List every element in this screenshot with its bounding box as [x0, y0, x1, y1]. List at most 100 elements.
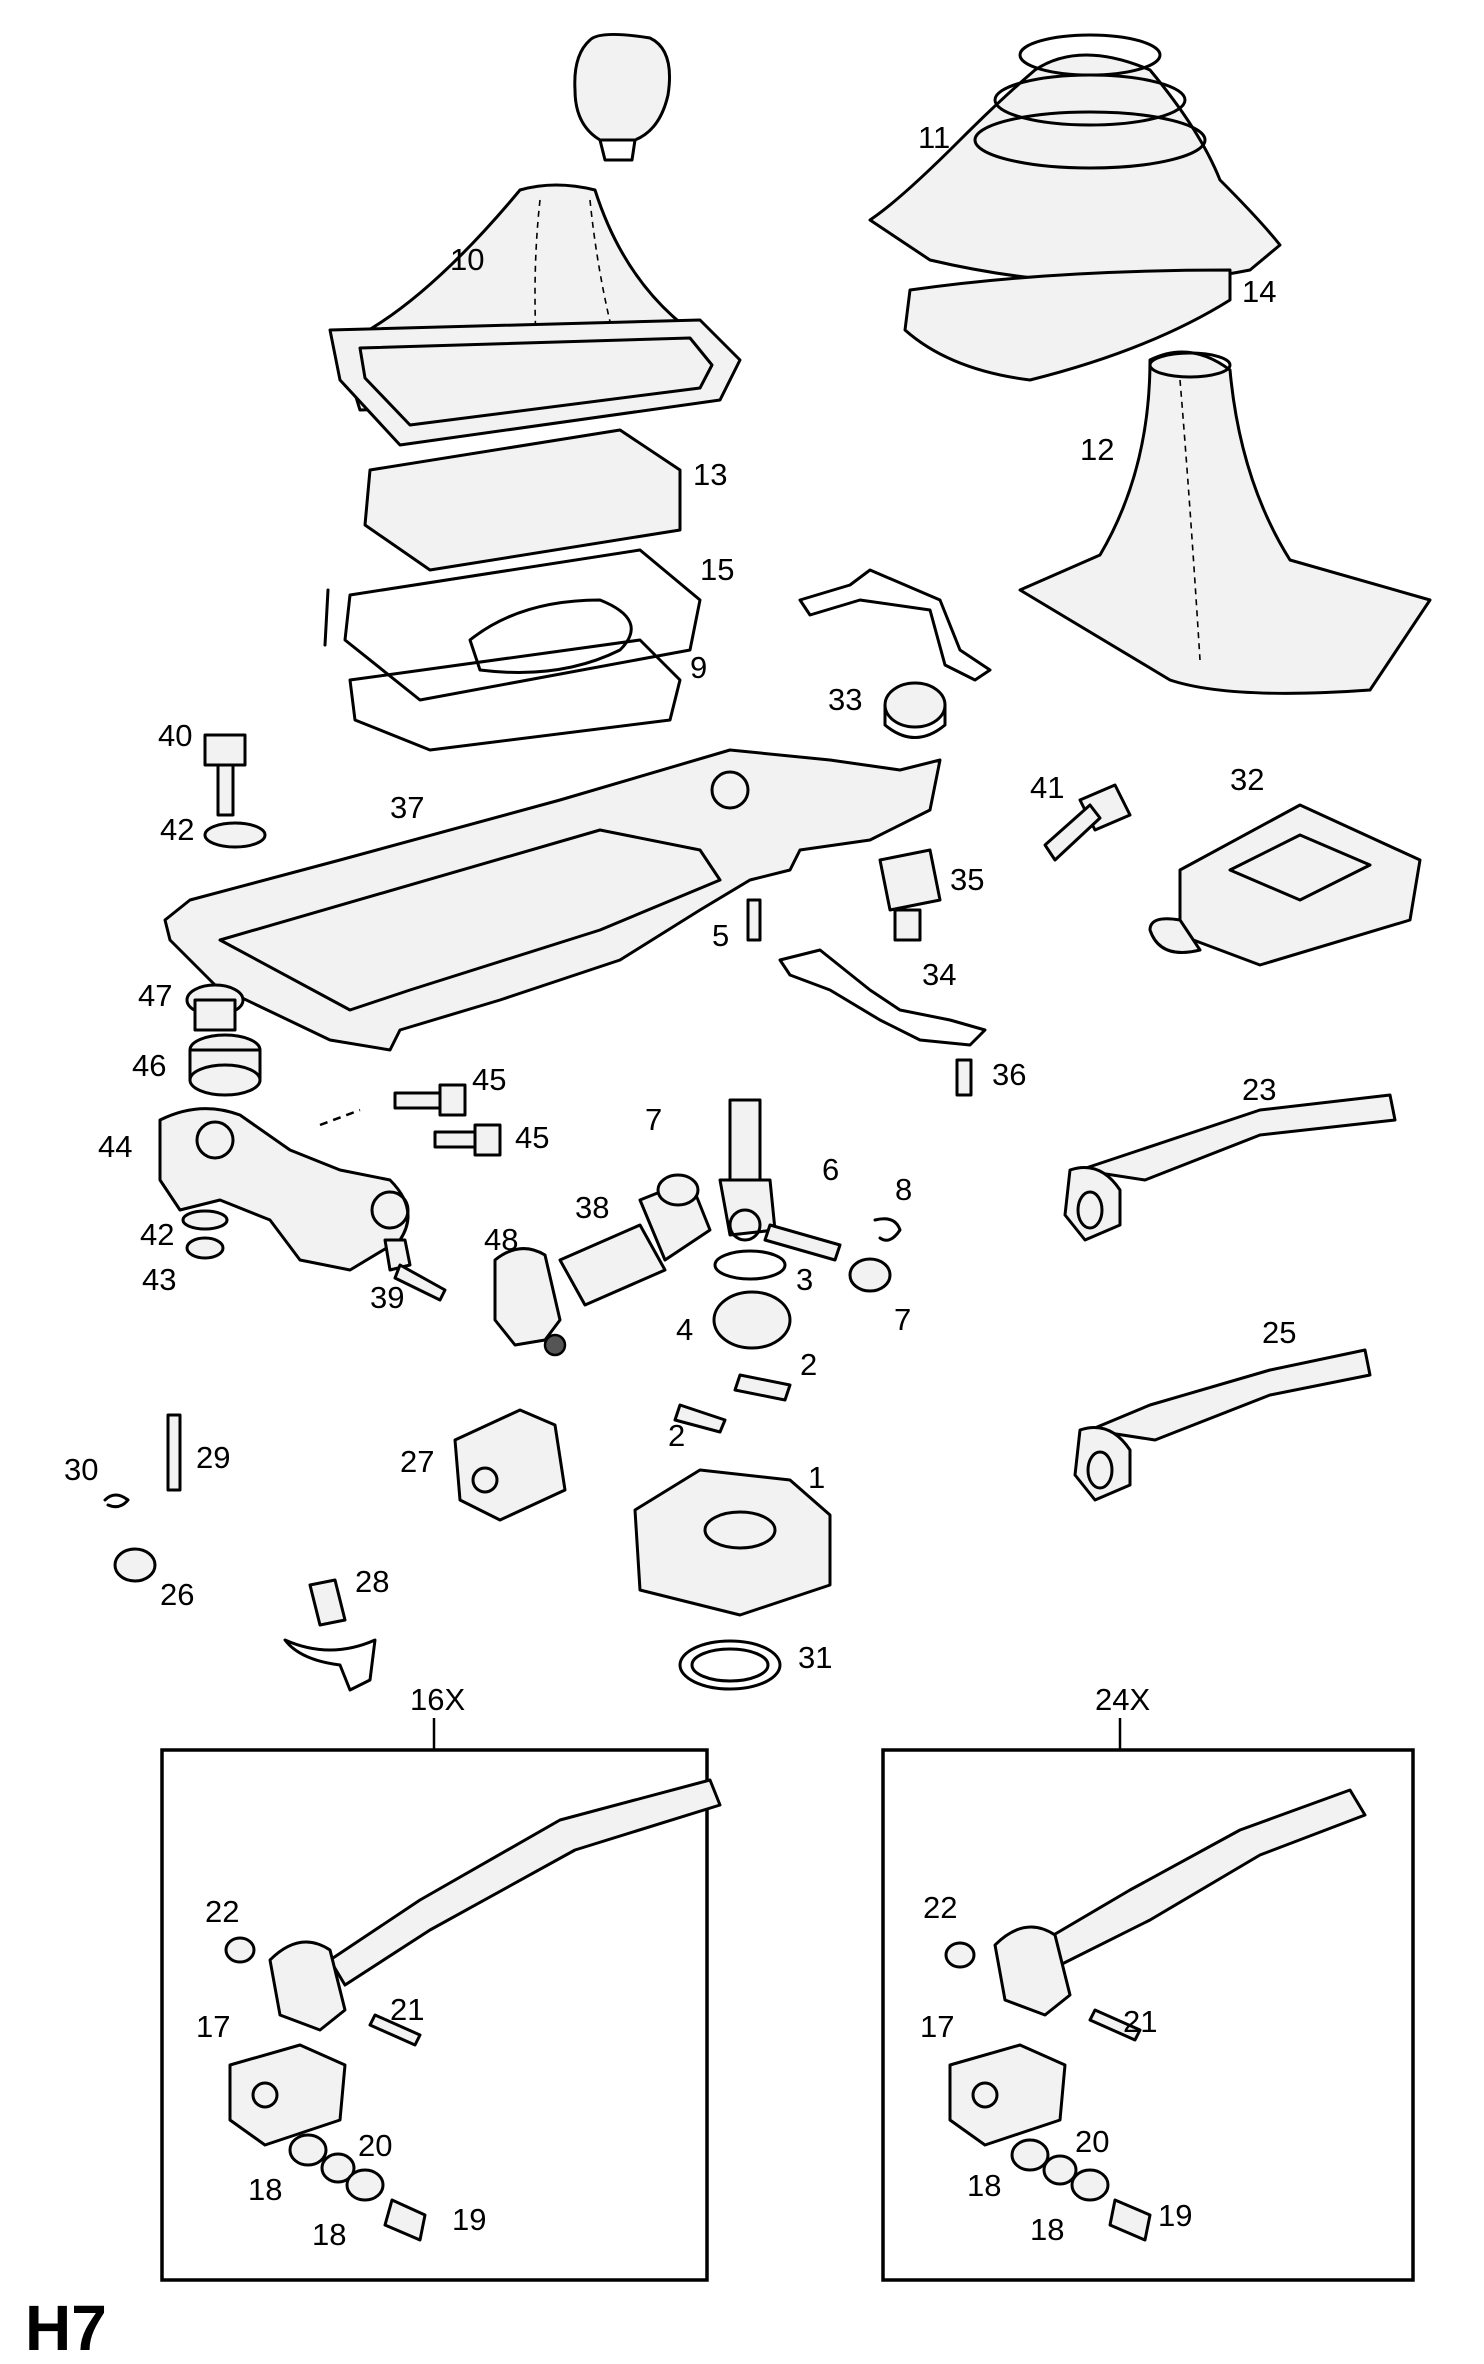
part-rod-23 [1063, 1093, 1397, 1242]
callout-36: 36 [992, 1057, 1026, 1092]
callout-38: 38 [575, 1190, 609, 1225]
callout-18: 18 [1030, 2212, 1064, 2247]
callout-35: 35 [950, 862, 984, 897]
part-bracket-44 [158, 1107, 410, 1272]
part-washer-42-upper [203, 821, 267, 849]
callout-40: 40 [158, 718, 192, 753]
part-frame-15 [343, 548, 702, 702]
part-base-plate-37 [163, 748, 942, 1052]
callout-34: 34 [922, 957, 956, 992]
callout-29: 29 [196, 1440, 230, 1475]
part-rod-25 [1073, 1348, 1372, 1502]
callout-2: 2 [800, 1347, 817, 1382]
part-gear-lever [718, 1098, 777, 1242]
callout-48: 48 [484, 1222, 518, 1257]
part-bracket-top [798, 568, 992, 682]
callout-25: 25 [1262, 1315, 1296, 1350]
part-bolt-40 [203, 733, 247, 817]
part-bolt-45-lower [433, 1123, 502, 1157]
part-ring-3 [713, 1249, 787, 1281]
callout-12: 12 [1080, 432, 1114, 467]
part-bush-47 [185, 983, 245, 1032]
part-nut-43 [185, 1236, 225, 1260]
part-plate-2-left [673, 1403, 727, 1434]
part-bolt-41 [1043, 783, 1132, 862]
callout-42: 42 [140, 1217, 174, 1252]
part-seal-13 [363, 428, 682, 572]
part-ring-31 [678, 1639, 782, 1691]
callout-18: 18 [312, 2217, 346, 2252]
callout-18: 18 [967, 2168, 1001, 2203]
part-pin-6 [763, 1223, 842, 1262]
callout-3: 3 [796, 1262, 813, 1297]
callout-4: 4 [676, 1312, 693, 1347]
callout-6: 6 [822, 1152, 839, 1187]
callout-15: 15 [700, 552, 734, 587]
callout-41: 41 [1030, 770, 1064, 805]
callout-32: 32 [1230, 762, 1264, 797]
callout-22: 22 [923, 1890, 957, 1925]
part-plate-2-right [733, 1373, 792, 1402]
callout-8: 8 [895, 1172, 912, 1207]
part-housing-1 [633, 1468, 832, 1617]
callout-26: 26 [160, 1577, 194, 1612]
part-boot-11 [868, 33, 1282, 285]
part-bracket-34 [778, 948, 987, 1047]
callout-19: 19 [1158, 2198, 1192, 2233]
callout-31: 31 [798, 1640, 832, 1675]
part-socket-4 [712, 1290, 792, 1350]
part-cap-26 [113, 1547, 157, 1583]
callout-47: 47 [138, 978, 172, 1013]
page-tag: H7 [25, 2292, 107, 2364]
part-clip-28 [283, 1578, 377, 1692]
callout-7: 7 [645, 1102, 662, 1137]
callout-13: 13 [693, 457, 727, 492]
part-clip-30 [103, 1493, 130, 1509]
part-gear-knob-gaiter [328, 33, 742, 447]
callout-18: 18 [248, 2172, 282, 2207]
part-bush-7-upper [656, 1173, 700, 1207]
part-bolt-39 [383, 1238, 447, 1302]
part-bush-7-lower [848, 1257, 892, 1293]
inset-16x-title: 16X [410, 1682, 465, 1717]
part-block-27 [453, 1408, 567, 1522]
callout-44: 44 [98, 1129, 132, 1164]
callout-9: 9 [690, 650, 707, 685]
callout-19: 19 [452, 2202, 486, 2237]
callout-20: 20 [1075, 2124, 1109, 2159]
part-bush-46 [188, 1033, 262, 1097]
part-gaiter-12 [1018, 350, 1432, 695]
callout-46: 46 [132, 1048, 166, 1083]
callout-21: 21 [390, 1992, 424, 2027]
callout-11: 11 [918, 120, 950, 155]
callout-20: 20 [358, 2128, 392, 2163]
callout-2: 2 [668, 1418, 685, 1453]
part-bush-33 [883, 681, 947, 729]
part-clamp-48 [493, 1247, 567, 1357]
inset-16x: 16X [160, 1682, 722, 2282]
callout-42: 42 [160, 812, 194, 847]
callout-22: 22 [205, 1894, 239, 1929]
inset-24x: 24X [881, 1682, 1415, 2282]
callout-1: 1 [808, 1460, 825, 1495]
part-clip-8 [873, 1217, 902, 1242]
callout-21: 21 [1123, 2004, 1157, 2039]
callout-39: 39 [370, 1280, 404, 1315]
part-washer-42-lower [181, 1209, 229, 1231]
callout-10: 10 [450, 242, 484, 277]
callout-5: 5 [712, 918, 729, 953]
part-bolt-36 [955, 1058, 973, 1097]
callout-17: 17 [196, 2009, 230, 2044]
callout-27: 27 [400, 1444, 434, 1479]
callout-7: 7 [894, 1302, 911, 1337]
callout-17: 17 [920, 2009, 954, 2044]
part-bolt-45-upper [393, 1083, 467, 1117]
part-seal-14 [903, 268, 1232, 382]
callout-labels: 1 2 2 3 4 5 6 7 7 8 9 10 11 12 13 14 15 … [64, 120, 1296, 2252]
part-pin-29 [166, 1413, 182, 1492]
part-housing-32 [1148, 803, 1422, 967]
callout-28: 28 [355, 1564, 389, 1599]
part-bolt-5 [746, 898, 762, 942]
callout-23: 23 [1242, 1072, 1276, 1107]
